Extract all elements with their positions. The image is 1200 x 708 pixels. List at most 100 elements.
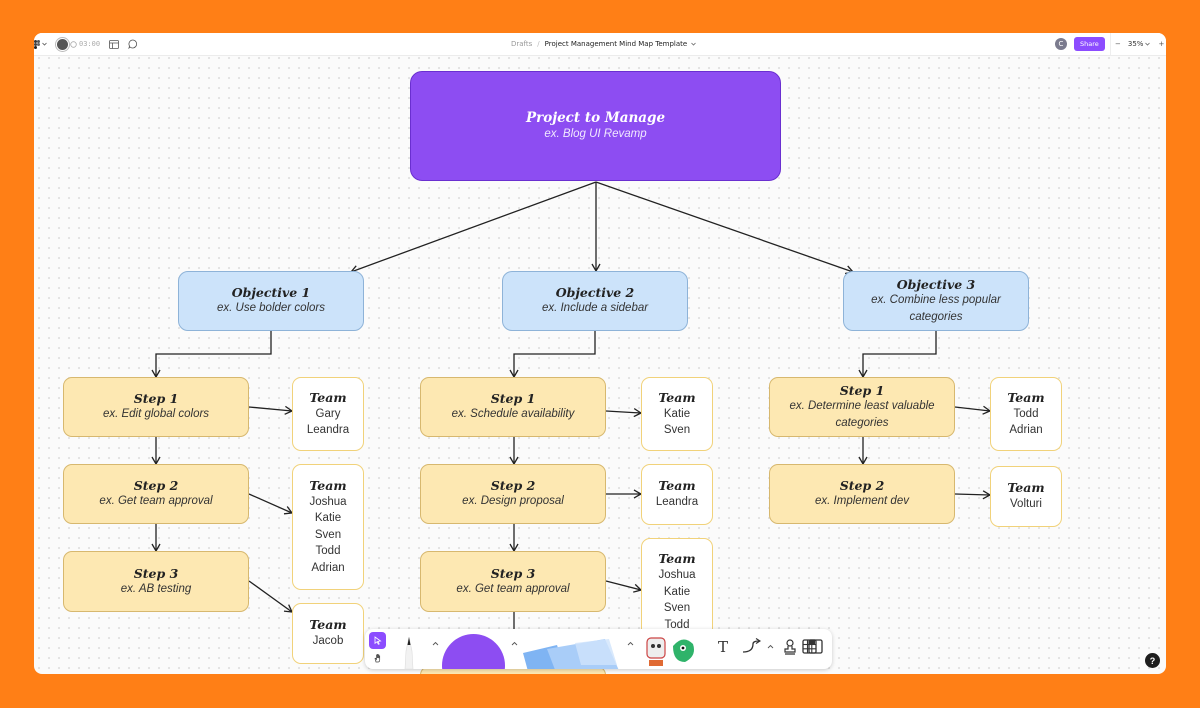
- root-node[interactable]: Project to Manage ex. Blog UI Revamp: [410, 71, 781, 181]
- chevron-up-icon[interactable]: [432, 641, 439, 646]
- team-member: Todd: [664, 618, 690, 631]
- step-node[interactable]: Step 3 ex. Get team approval: [420, 551, 606, 612]
- objective-node[interactable]: Objective 2 ex. Include a sidebar: [502, 271, 688, 331]
- step-title: Step 3: [133, 565, 179, 581]
- team-card[interactable]: Team Jacob: [292, 603, 364, 664]
- connector-o2-s3-team[interactable]: [605, 580, 643, 593]
- team-member: Volturi: [1010, 498, 1042, 511]
- team-title: Team: [658, 551, 696, 566]
- share-label: Share: [1074, 37, 1105, 51]
- help-label: ?: [1149, 655, 1156, 666]
- text-tool-button[interactable]: T: [709, 637, 737, 657]
- team-member: Jacob: [312, 635, 344, 648]
- step-node[interactable]: Step 2 ex. Implement dev: [769, 464, 955, 524]
- objective-title: Objective 2: [555, 285, 635, 301]
- team-title: Team: [658, 389, 696, 405]
- step-node[interactable]: Step 2 ex. Get team approval: [63, 464, 249, 524]
- step-node[interactable]: Step 1 ex. Edit global colors: [63, 377, 249, 437]
- team-card[interactable]: Team Gary Leandra: [292, 377, 364, 451]
- connector-root-objective-3[interactable]: [595, 181, 855, 275]
- team-member: Todd: [1013, 407, 1039, 420]
- comments-button[interactable]: [128, 33, 138, 55]
- connector-root-objective-1[interactable]: [349, 181, 597, 274]
- root-title: Project to Manage: [525, 109, 666, 126]
- cursor-icon: [374, 636, 382, 645]
- share-button[interactable]: Share: [1074, 33, 1105, 55]
- connector-tool-button[interactable]: [741, 638, 775, 656]
- connector-o1-s1-team[interactable]: [248, 405, 294, 415]
- layout-icon: [109, 39, 119, 49]
- timer-widget[interactable]: 03:00: [56, 33, 100, 55]
- main-menu-button[interactable]: [34, 33, 47, 55]
- chevron-up-icon[interactable]: [627, 641, 634, 646]
- team-member: Adrian: [1009, 424, 1043, 436]
- step-node[interactable]: Step 1 ex. Schedule availability: [420, 377, 606, 437]
- connector-o1-s2-team[interactable]: [248, 493, 294, 515]
- team-card[interactable]: Team Joshua Katie Sven Todd Adrian: [292, 464, 364, 590]
- connector-o1-s3-team[interactable]: [248, 580, 294, 613]
- connector-obj2-step1[interactable]: [509, 331, 596, 379]
- chevron-down-icon[interactable]: [1145, 42, 1151, 46]
- team-card[interactable]: Team Volturi: [990, 466, 1062, 527]
- user-avatar[interactable]: [56, 37, 69, 51]
- collaborator-avatar[interactable]: C: [1055, 33, 1067, 55]
- zoom-in-button[interactable]: +: [1158, 40, 1165, 48]
- team-member: Gary: [315, 407, 341, 420]
- objective-node[interactable]: Objective 1 ex. Use bolder colors: [178, 271, 364, 331]
- team-card[interactable]: Team Todd Adrian: [990, 377, 1062, 451]
- connector-o3-s1-team[interactable]: [954, 405, 992, 415]
- step-subtitle: ex. Determine least valuable categories: [789, 400, 935, 429]
- shape-tool-button[interactable]: [442, 634, 505, 669]
- comment-icon: [128, 39, 138, 49]
- step-node[interactable]: Step 2 ex. Design proposal: [420, 464, 606, 524]
- team-card[interactable]: Team Leandra: [641, 464, 713, 525]
- step-subtitle: ex. Design proposal: [462, 495, 564, 508]
- team-member: Sven: [314, 528, 342, 541]
- timer-icon: [70, 40, 77, 48]
- timer-value: 03:00: [79, 40, 101, 48]
- team-member: Leandra: [655, 496, 699, 509]
- stickers-icon: [639, 632, 699, 669]
- objective-node[interactable]: Objective 3 ex. Combine less popular cat…: [843, 271, 1029, 331]
- help-button[interactable]: ?: [1145, 653, 1160, 668]
- step-node[interactable]: Step 1 ex. Determine least valuable cate…: [769, 377, 955, 437]
- connector-obj3-step1[interactable]: [858, 331, 937, 379]
- step-subtitle: ex. AB testing: [120, 582, 192, 595]
- chevron-down-icon: [42, 42, 47, 46]
- zoom-level[interactable]: 35%: [1127, 40, 1144, 48]
- root-subtitle: ex. Blog UI Revamp: [544, 128, 647, 141]
- step-subtitle: ex. Implement dev: [815, 495, 909, 508]
- select-tool-button[interactable]: [369, 632, 386, 649]
- zoom-out-button[interactable]: −: [1115, 40, 1121, 48]
- team-member: Sven: [663, 602, 691, 614]
- connector-o3-s2-team[interactable]: [954, 490, 992, 500]
- top-bar: 03:00 Drafts / Project Management Mind M…: [34, 33, 1166, 56]
- chevron-down-icon[interactable]: [691, 42, 696, 46]
- step-subtitle: ex. Get team approval: [456, 582, 570, 595]
- connector-obj1-step1[interactable]: [151, 331, 272, 379]
- hand-tool-button[interactable]: [369, 650, 386, 666]
- figma-logo-icon: [34, 39, 40, 49]
- team-card[interactable]: Team Katie Sven: [641, 377, 713, 451]
- stamp-tool-button[interactable]: [783, 639, 799, 655]
- layers-panel-button[interactable]: [109, 33, 119, 55]
- sticky-notes-icon: [517, 635, 623, 669]
- pen-tool-button[interactable]: [395, 633, 423, 669]
- step-node[interactable]: Step 3 ex. AB testing: [63, 551, 249, 612]
- step-subtitle: ex. Edit global colors: [102, 408, 210, 421]
- sticky-note-tool-button[interactable]: [517, 635, 623, 669]
- table-icon: [802, 639, 817, 654]
- step-subtitle: ex. Get team approval: [99, 495, 213, 508]
- step-title: Step 1: [490, 391, 536, 407]
- chevron-up-icon[interactable]: [511, 641, 518, 646]
- connector-o2-s1-team[interactable]: [605, 408, 643, 418]
- breadcrumb-separator: /: [537, 40, 540, 48]
- table-tool-button[interactable]: [802, 639, 820, 657]
- team-title: Team: [1007, 389, 1045, 405]
- text-icon: T: [717, 638, 728, 656]
- breadcrumb-drafts[interactable]: Drafts: [511, 40, 533, 48]
- file-title[interactable]: Project Management Mind Map Template: [544, 40, 688, 48]
- breadcrumb: Drafts / Project Management Mind Map Tem…: [511, 33, 696, 55]
- stickers-tool-button[interactable]: [639, 632, 699, 669]
- connector-icon: [741, 638, 775, 656]
